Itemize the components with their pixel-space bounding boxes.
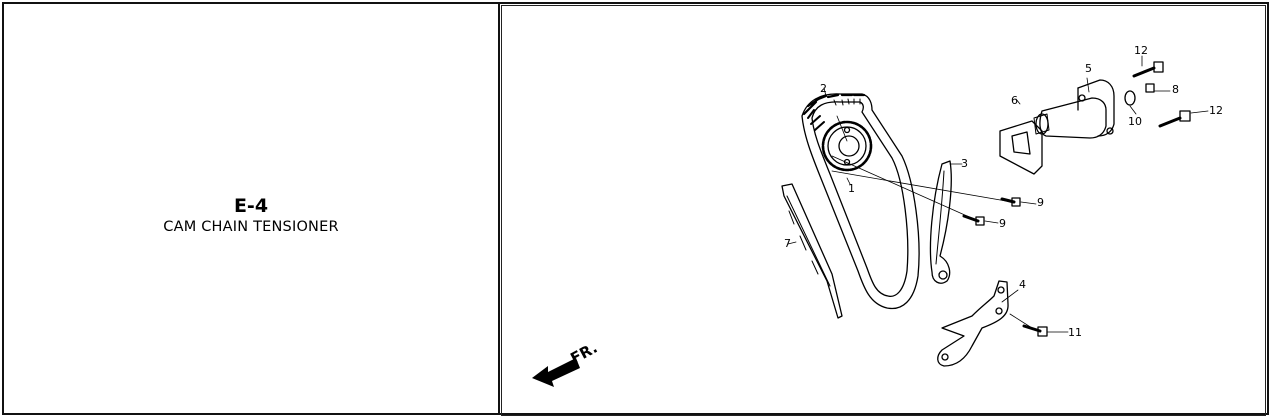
- tensioner-lifter: [1033, 79, 1115, 139]
- tensioner-slipper: [929, 160, 952, 284]
- callout-7: 7: [784, 237, 791, 250]
- cam-chain: [801, 93, 920, 310]
- screw-8: [1145, 83, 1155, 93]
- front-direction-arrow: FR.: [532, 339, 600, 387]
- callout-10: 10: [1128, 115, 1142, 128]
- o-ring-10: [1124, 90, 1136, 106]
- tensioner-plate: [937, 280, 1009, 367]
- callout-2: 2: [820, 82, 827, 95]
- callout-9-lower: 9: [999, 217, 1006, 230]
- tensioner-gasket: [999, 120, 1043, 175]
- callout-12-upper: 12: [1134, 44, 1148, 57]
- callout-12-lower: 12: [1209, 104, 1223, 117]
- section-name: CAM CHAIN TENSIONER: [163, 219, 339, 235]
- leader-lines: [787, 55, 1209, 333]
- bolt-12-lower: [1158, 110, 1191, 128]
- bolt-9-lower: [962, 214, 985, 226]
- callout-5: 5: [1085, 62, 1092, 75]
- exploded-parts-diagram: FR. 2 1 3 4 5 6 7 8 9 9 10 11 12 12: [532, 44, 1223, 387]
- panel-divider: [498, 2, 500, 415]
- diagram-panel: FR. 2 1 3 4 5 6 7 8 9 9 10 11 12 12: [501, 5, 1266, 416]
- section-title-block: E-4 CAM CHAIN TENSIONER: [4, 194, 498, 236]
- callout-3: 3: [961, 157, 968, 170]
- callout-6: 6: [1011, 94, 1018, 107]
- callout-1: 1: [848, 182, 855, 195]
- cam-sprocket: [821, 120, 873, 172]
- callout-4: 4: [1019, 278, 1026, 291]
- callout-8: 8: [1172, 83, 1179, 96]
- bolt-11: [1022, 324, 1048, 337]
- section-code: E-4: [233, 195, 269, 217]
- callout-9-upper: 9: [1037, 196, 1044, 209]
- chain-guide: [781, 183, 843, 319]
- bolt-12-upper: [1132, 61, 1164, 78]
- section-title-panel: E-4 CAM CHAIN TENSIONER: [4, 4, 498, 415]
- callout-11: 11: [1068, 326, 1082, 339]
